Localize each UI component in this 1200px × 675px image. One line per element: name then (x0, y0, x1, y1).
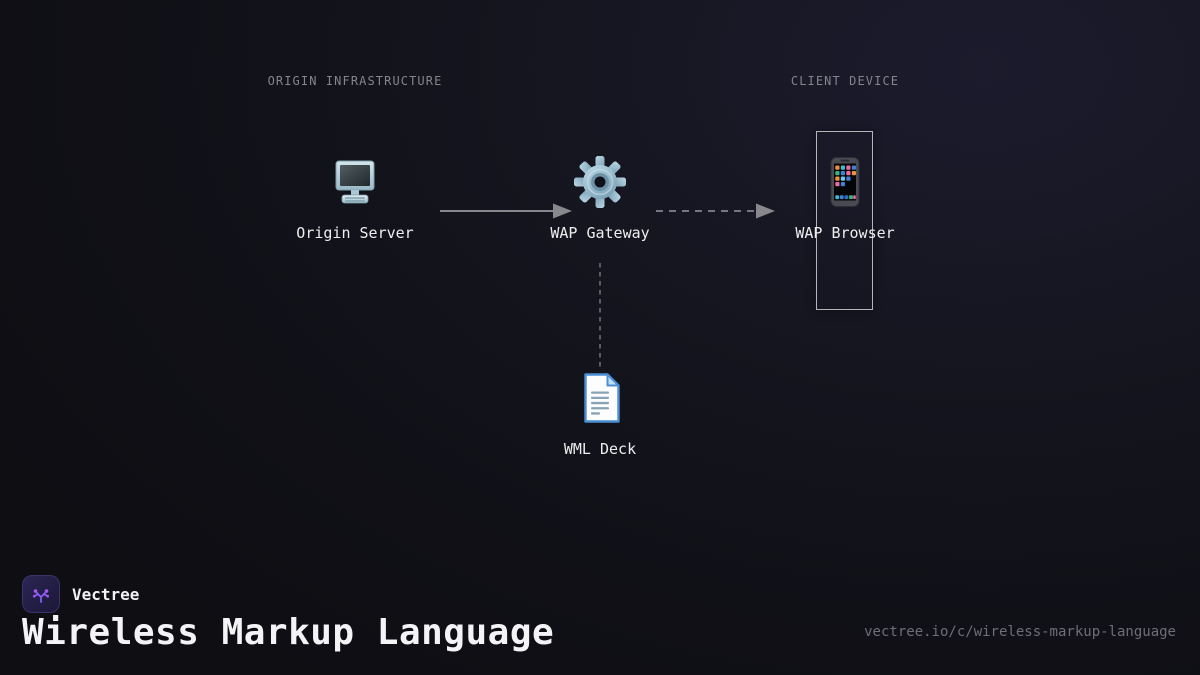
arrowhead-icon (553, 203, 572, 219)
gear-icon (574, 156, 626, 208)
node-label-wml-deck: WML Deck (563, 440, 637, 458)
node-wml-deck: WML Deck (510, 372, 690, 458)
node-wap-gateway: WAP Gateway (510, 156, 690, 242)
node-label-wap-browser: WAP Browser (795, 224, 895, 242)
node-label-origin-server: Origin Server (296, 224, 414, 242)
section-label-client-device: CLIENT DEVICE (790, 74, 900, 88)
node-label-wap-gateway: WAP Gateway (550, 224, 650, 242)
document-icon (584, 373, 620, 423)
client-device-highlight-box (816, 131, 873, 310)
edge-gateway-to-browser (656, 203, 775, 219)
edge-origin-to-gateway (440, 203, 572, 219)
desktop-computer-icon (335, 160, 375, 204)
page-url: vectree.io/c/wireless-markup-language (864, 624, 1176, 640)
node-wap-browser: WAP Browser (755, 156, 935, 242)
brand-row: Vectree (22, 575, 139, 613)
branching-tree-icon (33, 589, 49, 603)
section-label-origin-infrastructure: ORIGIN INFRASTRUCTURE (267, 74, 443, 88)
page-title: Wireless Markup Language (22, 612, 555, 653)
node-origin-server: Origin Server (265, 156, 445, 242)
mobile-phone-icon (830, 157, 860, 207)
vectree-logo (22, 575, 60, 613)
brand-name: Vectree (72, 584, 140, 604)
arrowhead-icon (756, 203, 775, 219)
